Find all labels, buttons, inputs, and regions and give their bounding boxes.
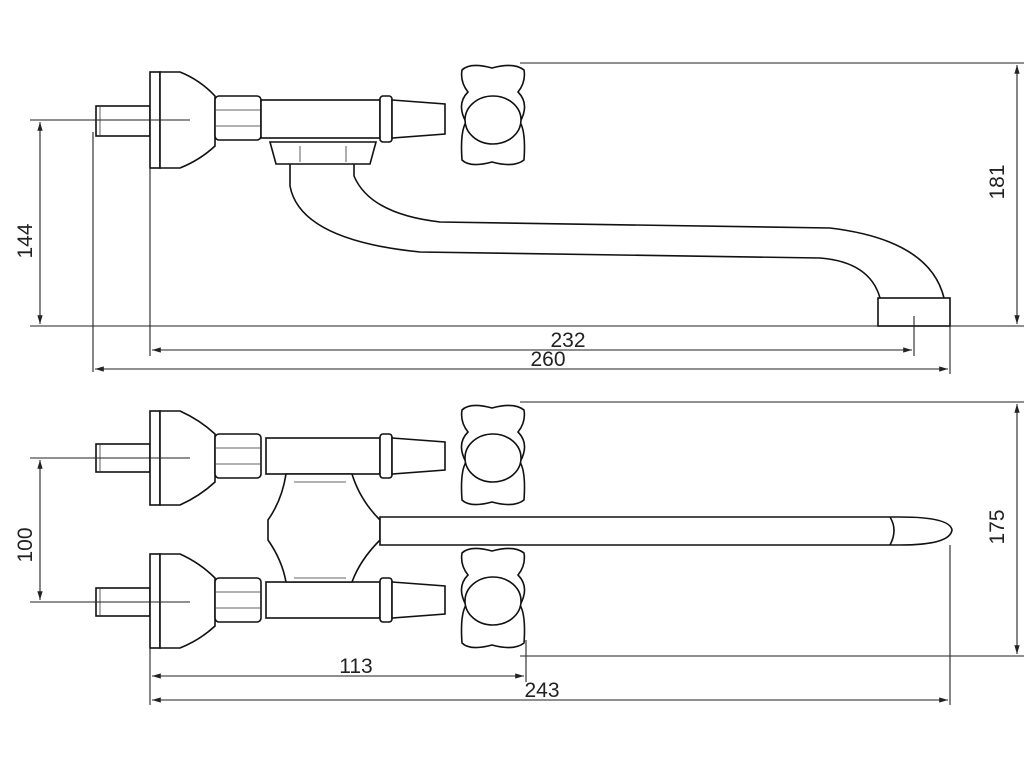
dim-100: 100 [14, 457, 190, 603]
dim-113: 113 [149, 640, 527, 705]
dim-144-label: 144 [14, 223, 37, 258]
dim-144: 144 [14, 119, 190, 324]
side-cross-handle-icon [460, 64, 526, 166]
top-lower-cross-handle-icon [460, 547, 526, 649]
top-upper-inlet [95, 410, 446, 506]
dim-100-label: 100 [14, 527, 37, 562]
side-valve-body [260, 95, 446, 143]
side-spout-nut [268, 141, 378, 165]
dim-181-label: 181 [986, 164, 1009, 199]
dim-113-label: 113 [339, 655, 372, 678]
dim-243-label: 243 [524, 679, 559, 702]
side-inlet-pipe [95, 105, 151, 137]
dim-260-label: 260 [530, 348, 565, 371]
dim-175: 175 [520, 401, 1024, 657]
dim-181: 181 [520, 62, 1024, 324]
top-spout [379, 516, 953, 546]
side-hex-nut [214, 95, 262, 141]
side-view: 144 181 232 260 [14, 62, 1024, 374]
dim-232: 232 [149, 168, 915, 356]
dim-260: 260 [95, 326, 951, 374]
side-spout [289, 164, 951, 327]
top-upper-cross-handle-icon [460, 404, 526, 506]
top-view: 100 175 113 243 [14, 401, 1024, 705]
dim-243: 243 [152, 545, 951, 705]
top-center-body [267, 473, 381, 583]
top-lower-inlet [95, 553, 446, 649]
dim-175-label: 175 [986, 509, 1009, 544]
dim-232-label: 232 [550, 329, 585, 352]
